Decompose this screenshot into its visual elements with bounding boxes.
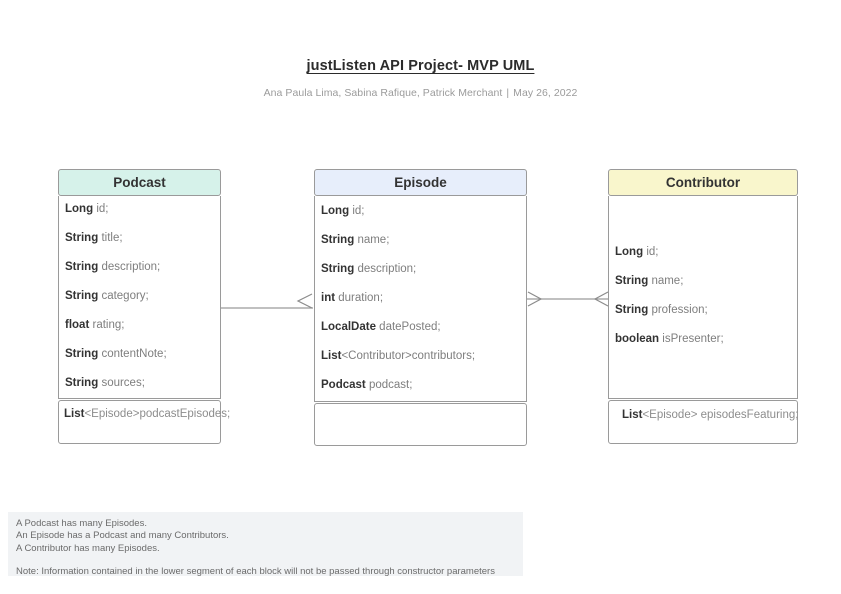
attribute-field: <Contributor>contributors; bbox=[341, 350, 476, 362]
note-line: An Episode has a Podcast and many Contri… bbox=[16, 530, 229, 542]
note-line: A Podcast has many Episodes. bbox=[16, 518, 147, 529]
attribute-field: duration; bbox=[338, 292, 384, 304]
class-attributes-episode: Long id; String name; String description… bbox=[314, 196, 527, 402]
footer-attribute-row: List<Episode> episodesFeaturing; bbox=[622, 409, 798, 421]
attribute-type: String bbox=[65, 232, 99, 244]
attribute-row: String title; bbox=[65, 232, 123, 244]
footer-attribute-row: List<Episode>podcastEpisodes; bbox=[64, 408, 230, 420]
class-header-podcast: Podcast bbox=[58, 169, 221, 196]
attribute-type: Long bbox=[615, 246, 644, 258]
byline-authors: Ana Paula Lima, Sabina Rafique, Patrick … bbox=[263, 87, 503, 99]
attribute-row: String description; bbox=[65, 261, 160, 273]
attribute-field: title; bbox=[101, 232, 123, 244]
attribute-type: boolean bbox=[615, 333, 660, 345]
attribute-field: sources; bbox=[101, 377, 145, 389]
attribute-type: float bbox=[65, 319, 90, 331]
attribute-type: Long bbox=[321, 205, 350, 217]
attribute-type: String bbox=[65, 377, 99, 389]
attribute-field: description; bbox=[101, 261, 161, 273]
attribute-field: isPresenter; bbox=[662, 333, 724, 345]
attribute-row: String sources; bbox=[65, 377, 145, 389]
attribute-type: String bbox=[615, 304, 649, 316]
attribute-field: name; bbox=[651, 275, 684, 287]
attribute-row: LocalDate datePosted; bbox=[321, 321, 441, 333]
attribute-field: id; bbox=[646, 246, 659, 258]
attribute-field: <Episode>podcastEpisodes; bbox=[84, 408, 231, 420]
attribute-row: String description; bbox=[321, 263, 416, 275]
attribute-type: Podcast bbox=[321, 379, 366, 391]
class-footer-episode bbox=[314, 403, 527, 446]
attribute-row: float rating; bbox=[65, 319, 124, 331]
byline-date: May 26, 2022 bbox=[513, 87, 578, 99]
attribute-row: int duration; bbox=[321, 292, 383, 304]
byline: Ana Paula Lima, Sabina Rafique, Patrick … bbox=[0, 87, 841, 99]
uml-class-episode[interactable]: Episode Long id; String name; String des… bbox=[314, 169, 527, 446]
attribute-row: String name; bbox=[615, 275, 683, 287]
arrowhead-episode-left bbox=[296, 293, 313, 309]
note-line: A Contributor has many Episodes. bbox=[16, 542, 160, 554]
page-title: justListen API Project- MVP UML bbox=[306, 58, 535, 74]
class-header-contributor: Contributor bbox=[608, 169, 798, 196]
attribute-field: category; bbox=[101, 290, 149, 302]
attribute-field: <Episode> episodesFeaturing; bbox=[642, 409, 799, 421]
arrowhead-contributor-left bbox=[593, 291, 609, 307]
attribute-row: String profession; bbox=[615, 304, 708, 316]
uml-class-contributor[interactable]: Contributor Long id; String name; String… bbox=[608, 169, 798, 444]
attribute-type: String bbox=[321, 263, 355, 275]
attribute-row: Podcast podcast; bbox=[321, 379, 412, 391]
class-footer-contributor: List<Episode> episodesFeaturing; bbox=[608, 400, 798, 444]
attribute-type: String bbox=[615, 275, 649, 287]
attribute-field: podcast; bbox=[368, 379, 413, 391]
attribute-field: rating; bbox=[92, 319, 125, 331]
class-attributes-contributor: Long id; String name; String profession;… bbox=[608, 196, 798, 399]
attribute-field: name; bbox=[357, 234, 390, 246]
attribute-type: String bbox=[65, 261, 99, 273]
byline-separator: | bbox=[506, 87, 510, 99]
attribute-row: Long id; bbox=[615, 246, 658, 258]
attribute-type: String bbox=[65, 348, 99, 360]
notes-panel: A Podcast has many Episodes. An Episode … bbox=[8, 512, 523, 577]
attribute-type: LocalDate bbox=[321, 321, 376, 333]
attribute-type: int bbox=[321, 292, 336, 304]
attribute-row: String contentNote; bbox=[65, 348, 167, 360]
attribute-row: Long id; bbox=[321, 205, 364, 217]
attribute-type: String bbox=[65, 290, 99, 302]
class-header-episode: Episode bbox=[314, 169, 527, 196]
attribute-row: String name; bbox=[321, 234, 389, 246]
attribute-row: List<Contributor>contributors; bbox=[321, 350, 475, 362]
attribute-row: String category; bbox=[65, 290, 149, 302]
attribute-field: datePosted; bbox=[379, 321, 441, 333]
attribute-field: profession; bbox=[651, 304, 708, 316]
note-footnote: Note: Information contained in the lower… bbox=[16, 565, 495, 577]
class-attributes-podcast: Long id; String title; String descriptio… bbox=[58, 196, 221, 399]
attribute-row: Long id; bbox=[65, 203, 108, 215]
attribute-field: contentNote; bbox=[101, 348, 167, 360]
class-footer-podcast: List<Episode>podcastEpisodes; bbox=[58, 400, 230, 444]
attribute-type: List bbox=[321, 350, 342, 362]
attribute-row: boolean isPresenter; bbox=[615, 333, 724, 345]
arrowhead-episode-right bbox=[527, 291, 543, 307]
attribute-field: description; bbox=[357, 263, 417, 275]
attribute-type: List bbox=[64, 408, 85, 420]
uml-class-podcast[interactable]: Podcast Long id; String title; String de… bbox=[58, 169, 230, 444]
attribute-type: Long bbox=[65, 203, 94, 215]
note-spacer bbox=[12, 555, 519, 566]
attribute-field: id; bbox=[352, 205, 365, 217]
attribute-field: id; bbox=[96, 203, 109, 215]
attribute-type: String bbox=[321, 234, 355, 246]
attribute-type: List bbox=[622, 409, 643, 421]
